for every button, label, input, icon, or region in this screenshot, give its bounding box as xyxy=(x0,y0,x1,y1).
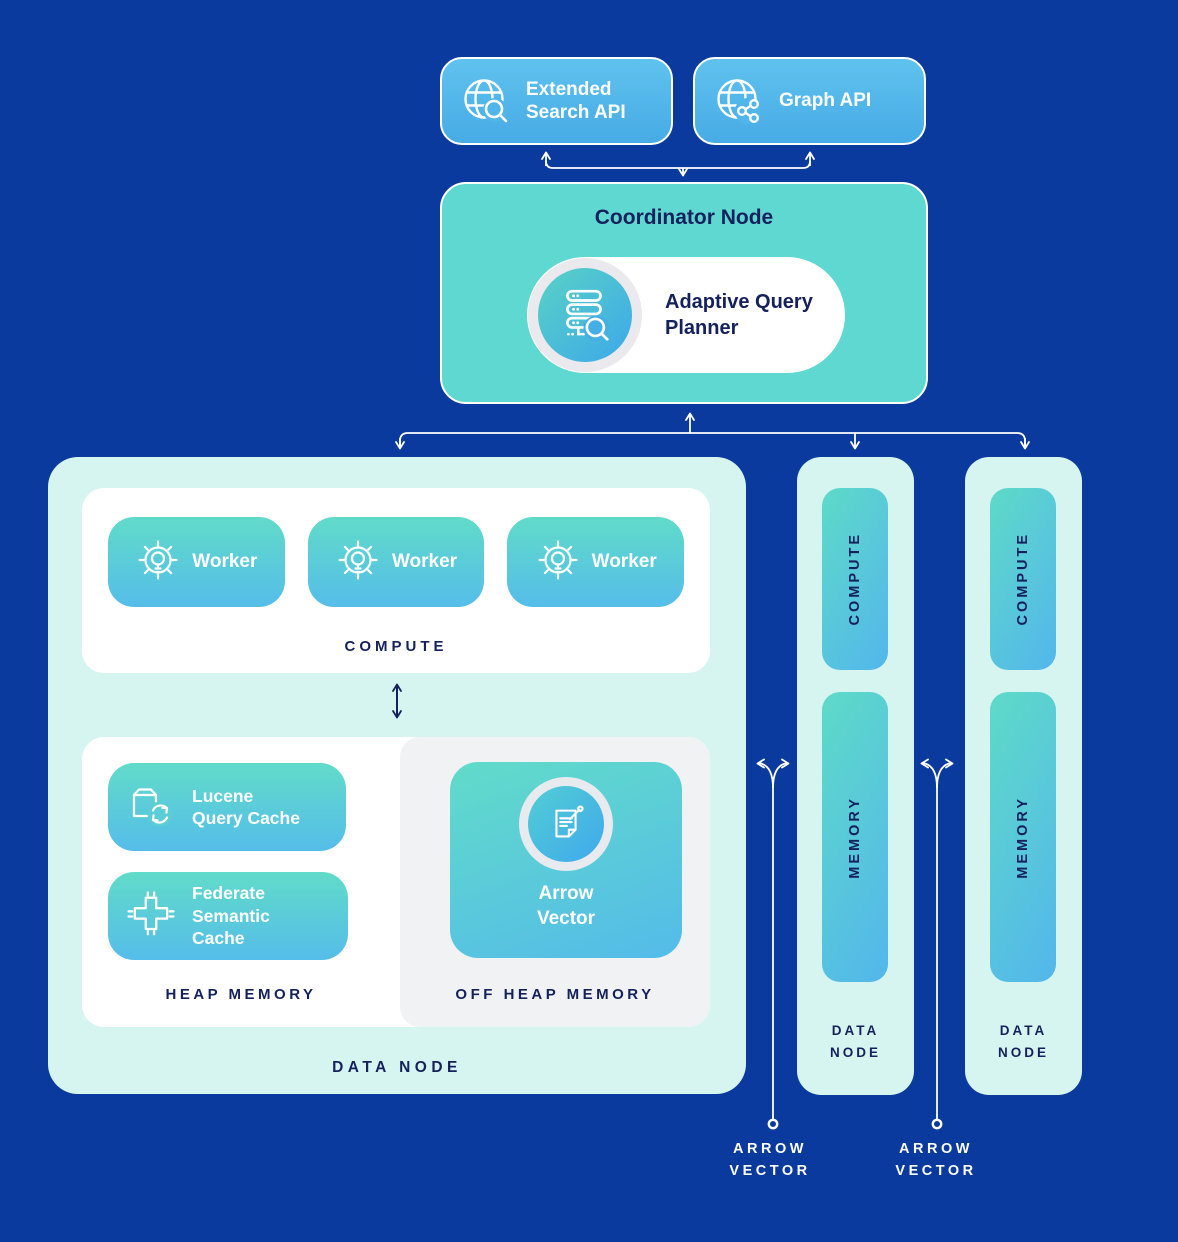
federate-semantic-cache-card: Federate Semantic Cache xyxy=(108,872,348,960)
gear-bulb-icon xyxy=(138,540,178,580)
off-heap-memory-label: OFF HEAP MEMORY xyxy=(455,986,655,1003)
compute-pill-label: COMPUTE xyxy=(847,532,863,626)
worker-label: Worker xyxy=(591,551,657,572)
memory-pill: MEMORY xyxy=(990,692,1056,982)
worker-card: Worker xyxy=(307,517,485,607)
data-node-label: DATA NODE xyxy=(997,1023,1049,1060)
coordinator-node: Coordinator Node xyxy=(440,182,928,404)
heap-memory-label: HEAP MEMORY xyxy=(165,986,317,1003)
arrow-vector-annotation: ARROW VECTOR xyxy=(729,1141,811,1180)
arrow-vector-card-label: Arrow Vector xyxy=(536,883,596,929)
data-node-column-2: COMPUTE MEMORY DATA NODE xyxy=(965,457,1082,1095)
compute-section: Worker Worker xyxy=(82,488,710,673)
worker-label: Worker xyxy=(192,551,258,572)
data-node-column-1: COMPUTE MEMORY DATA NODE xyxy=(797,457,914,1095)
gear-bulb-icon xyxy=(538,540,578,580)
globe-search-icon xyxy=(464,79,508,123)
document-edit-icon xyxy=(555,805,584,838)
compute-pill: COMPUTE xyxy=(990,488,1056,670)
arrow-vector-connector-2 xyxy=(920,758,954,1130)
workers-row: Worker Worker xyxy=(108,517,685,607)
memory-pill-label: MEMORY xyxy=(1015,795,1031,879)
planner-icon-ring xyxy=(528,258,642,372)
arrow-vector-icon-ring xyxy=(519,777,613,871)
data-node-main: Worker Worker xyxy=(48,457,746,1094)
adaptive-query-planner-pill: Adaptive Query Planner xyxy=(527,257,845,373)
lucene-query-cache-card: Lucene Query Cache xyxy=(108,763,346,851)
extended-search-api-box: Extended Search API xyxy=(440,57,673,145)
coordinator-nodes-connector xyxy=(395,412,1030,450)
planner-label: Adaptive Query Planner xyxy=(665,291,813,339)
worker-label: Worker xyxy=(391,551,458,572)
data-node-label: DATA NODE xyxy=(332,1059,462,1076)
lucene-query-cache-label: Lucene Query Cache xyxy=(192,785,300,828)
arrow-vector-connector-1 xyxy=(756,758,790,1130)
data-node-label: DATA NODE xyxy=(829,1023,881,1060)
compute-section-label: COMPUTE xyxy=(344,638,448,655)
arrow-vector-card: Arrow Vector xyxy=(450,762,682,958)
api-coordinator-connector xyxy=(541,151,815,177)
coordinator-title: Coordinator Node xyxy=(594,206,774,229)
memory-pill-label: MEMORY xyxy=(847,795,863,879)
worker-card: Worker xyxy=(507,517,685,607)
compute-pill-label: COMPUTE xyxy=(1015,532,1031,626)
federate-semantic-cache-label: Federate Semantic Cache xyxy=(192,883,270,949)
server-search-icon xyxy=(566,289,610,342)
arrow-vector-annotation: ARROW VECTOR xyxy=(895,1141,977,1180)
worker-card: Worker xyxy=(108,517,285,607)
package-sync-icon xyxy=(132,788,173,827)
memory-section: Lucene Query Cache Federate Semantic Cac… xyxy=(82,737,710,1027)
compute-pill: COMPUTE xyxy=(822,488,888,670)
memory-pill: MEMORY xyxy=(822,692,888,982)
gear-bulb-icon xyxy=(338,540,378,580)
api-box-label: Extended Search API xyxy=(526,78,626,123)
graph-api-box: Graph API xyxy=(693,57,926,145)
cross-connector-icon xyxy=(127,891,175,936)
globe-share-icon xyxy=(717,79,761,124)
api-box-label: Graph API xyxy=(779,90,872,112)
